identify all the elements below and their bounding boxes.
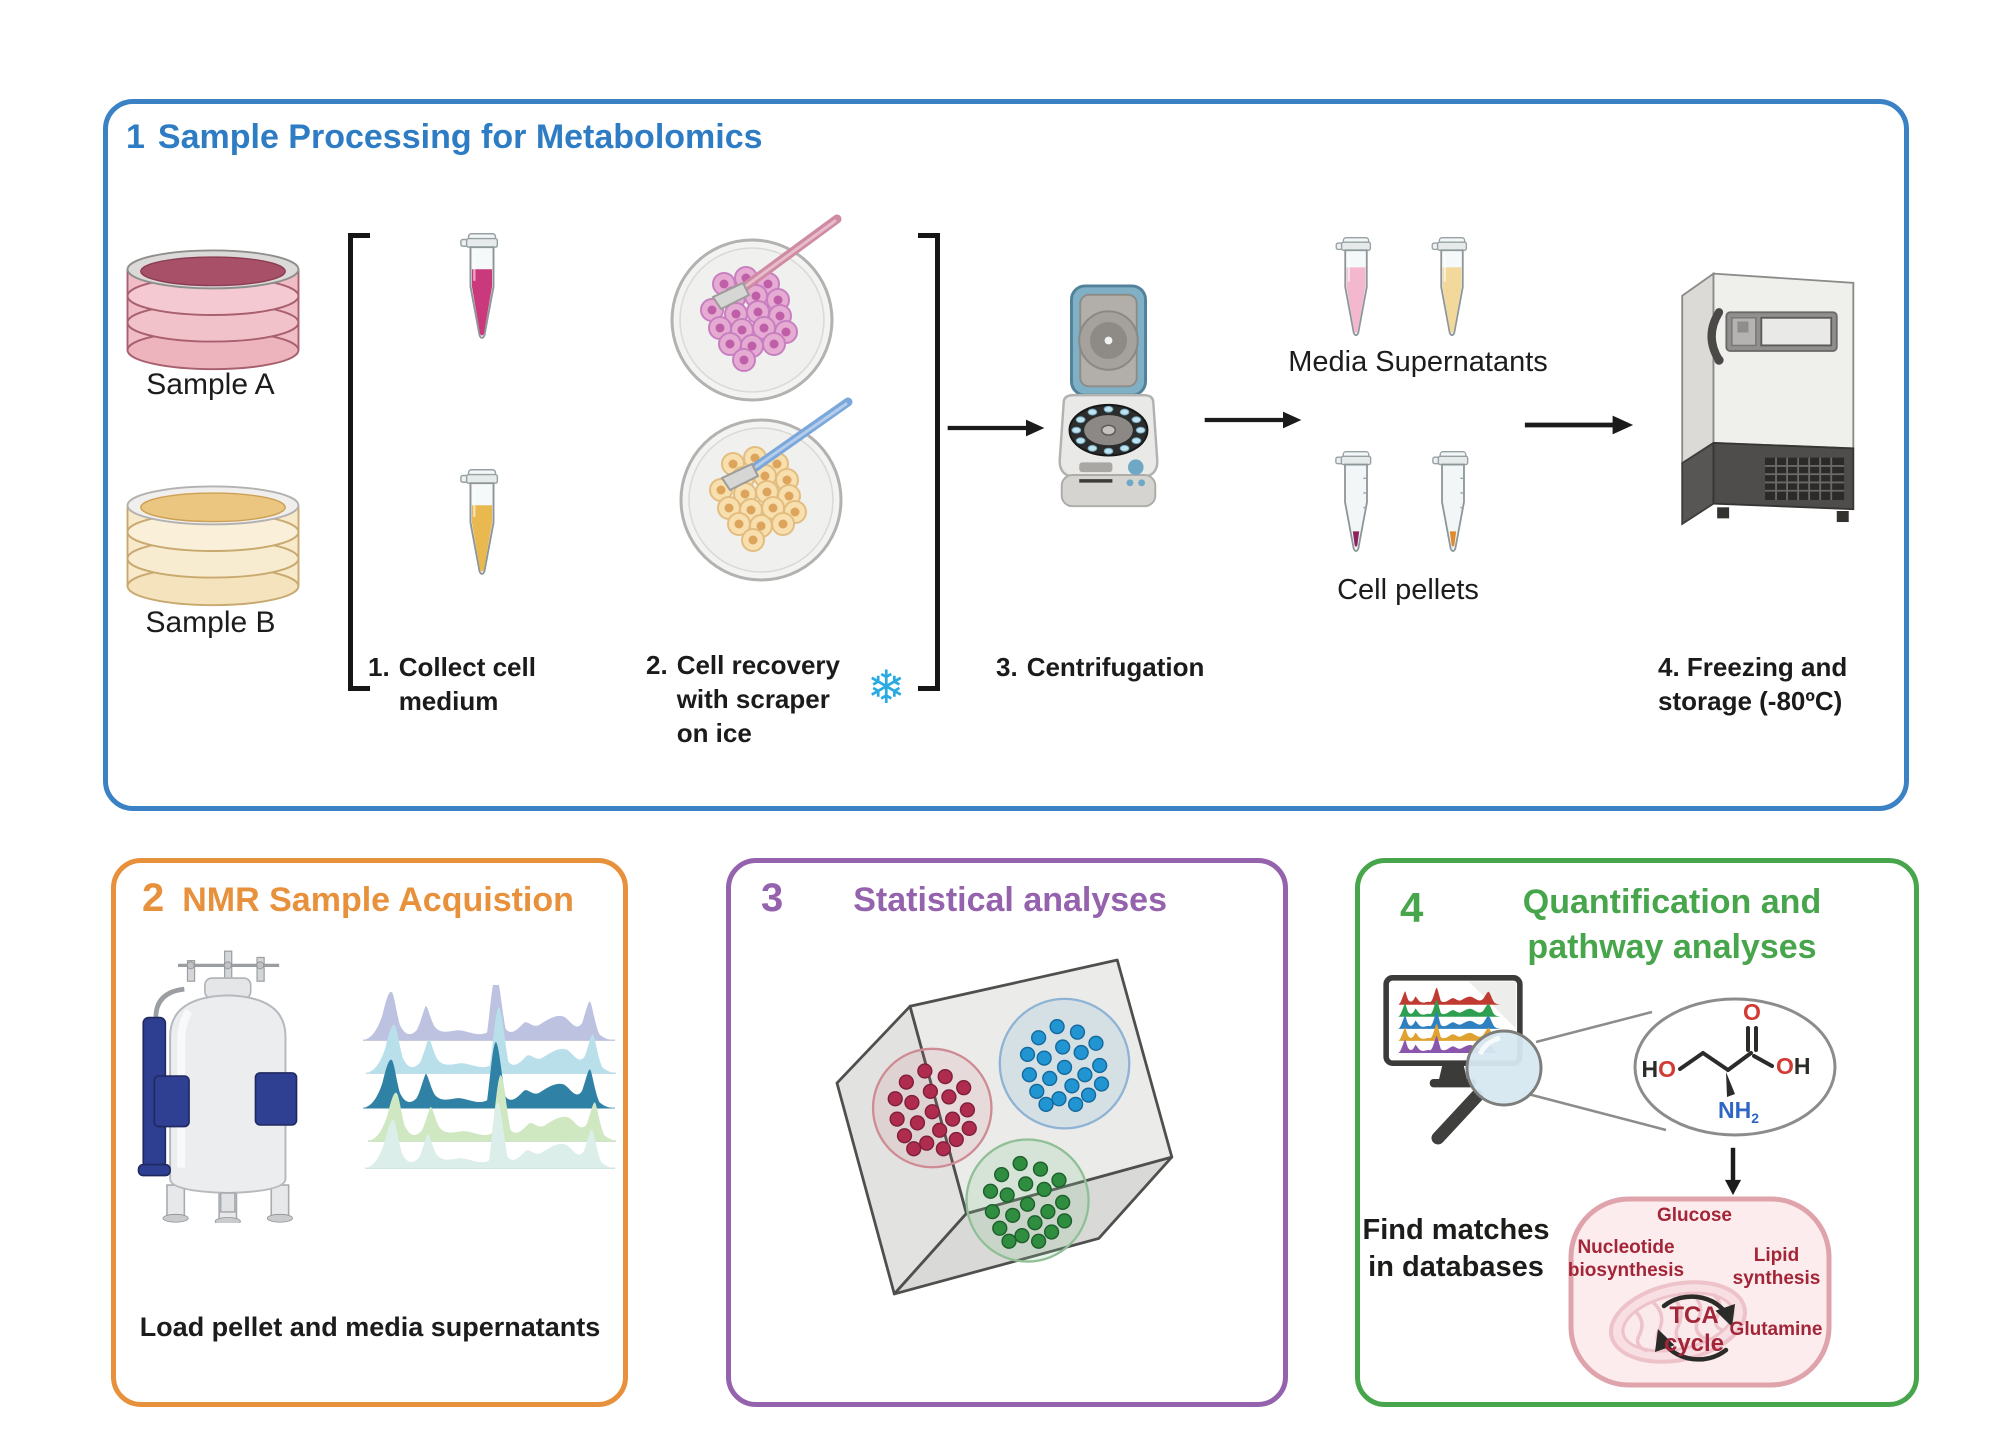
panel1-title: 1 Sample Processing for Metabolomics: [126, 118, 763, 157]
bracket-open: [348, 233, 370, 691]
tca-cycle-arrows: [1654, 1294, 1736, 1362]
arrow-down-icon: [1724, 1147, 1742, 1196]
pathway-lipid-label: Lipid synthesis: [1732, 1245, 1821, 1290]
petri-dish-stack-b: [126, 485, 300, 607]
panel2-title: 2 NMR Sample Acquistion: [142, 876, 574, 921]
nmr-spectrometer-icon: [137, 950, 298, 1223]
step3-number: 3.: [996, 652, 1018, 682]
pca-scatter-cube: [835, 958, 1174, 1296]
petri-topview-yellow-cells: [679, 397, 853, 582]
step2-number: 2.: [646, 650, 668, 680]
panel-sample-processing: [103, 99, 1909, 811]
step2-label: 2. Cell recovery with scraper on ice: [646, 648, 840, 750]
panel2-title-text: NMR Sample Acquistion: [182, 881, 574, 919]
pathway-glutamine-label: Glutamine: [1729, 1319, 1823, 1340]
oh-label: OH: [1776, 1053, 1811, 1079]
collect-tube-pink-icon: [460, 233, 499, 339]
step1-text: Collect cell medium: [398, 652, 536, 716]
pathway-glucose-label: Glucose: [1657, 1205, 1732, 1226]
panel3-number: 3: [761, 876, 784, 920]
pellet-tube-orange-icon: [1432, 451, 1469, 552]
find-matches-label: Find matches in databases: [1362, 1214, 1550, 1283]
step1-label: 1. Collect cell medium: [368, 650, 536, 718]
panel4-number: 4: [1400, 884, 1424, 931]
panel1-number: 1: [126, 118, 145, 156]
ultralow-freezer-icon: [1681, 271, 1855, 526]
pathway-tca-label: TCA cycle: [1663, 1302, 1725, 1357]
centrifuge-icon: [1058, 284, 1159, 508]
cell-scraper-blue-icon: [720, 397, 853, 492]
sample-b-label: Sample B: [145, 606, 276, 639]
step2-text: Cell recovery with scraper on ice: [676, 650, 841, 748]
step1-number: 1.: [368, 652, 390, 682]
supernatant-tube-yellow-icon: [1431, 237, 1468, 337]
panel4-title-text: Quantification and pathway analyses: [1522, 883, 1822, 966]
panel3-title: 3 Statistical analyses: [761, 876, 1167, 921]
bracket-close: [918, 233, 940, 691]
step3-text: Centrifugation: [1026, 652, 1205, 682]
blue-cluster: [1019, 1018, 1110, 1112]
ho-label: HO: [1641, 1056, 1676, 1082]
snowflake-icon: ❄: [867, 660, 906, 714]
nh2-label: NH2: [1718, 1097, 1759, 1126]
panel2-number: 2: [142, 876, 165, 920]
supernatant-tube-pink-icon: [1335, 237, 1372, 337]
molecule-zoom-group: HO O OH NH2: [1431, 997, 1837, 1145]
pathway-cell: [1568, 1196, 1832, 1388]
carbonyl-o-label: O: [1743, 999, 1761, 1025]
magnifier-icon: [1431, 1029, 1543, 1145]
collect-tube-yellow-icon: [460, 469, 499, 575]
step3-label: 3. Centrifugation: [996, 650, 1204, 684]
sample-a-label: Sample A: [146, 368, 275, 401]
pink-cell-cluster: [700, 266, 798, 372]
cell-scraper-pink-icon: [711, 214, 842, 311]
panel3-title-text: Statistical analyses: [853, 881, 1167, 919]
pellet-tube-magenta-icon: [1335, 451, 1372, 552]
petri-dish-stack-a: [126, 249, 300, 371]
step4-label: 4. Freezing and storage (-80ºC): [1658, 652, 1848, 716]
green-cluster: [982, 1155, 1073, 1249]
arrow-right-icon: [1524, 415, 1634, 435]
red-cluster: [887, 1063, 977, 1157]
media-supernatants-label: Media Supernatants: [1288, 346, 1548, 378]
arrow-right-icon: [1204, 411, 1302, 429]
panel1-title-text: Sample Processing for Metabolomics: [157, 118, 763, 156]
petri-topview-pink-cells: [670, 214, 842, 402]
serine-molecule: HO O OH NH2: [1641, 999, 1810, 1126]
nmr-spectra-stack: [363, 985, 617, 1169]
cell-pellets-label: Cell pellets: [1337, 574, 1479, 606]
pathway-nucleotide-label: Nucleotide biosynthesis: [1567, 1237, 1685, 1282]
panel2-caption: Load pellet and media supernatants: [139, 1312, 601, 1342]
arrow-right-icon: [947, 419, 1045, 437]
